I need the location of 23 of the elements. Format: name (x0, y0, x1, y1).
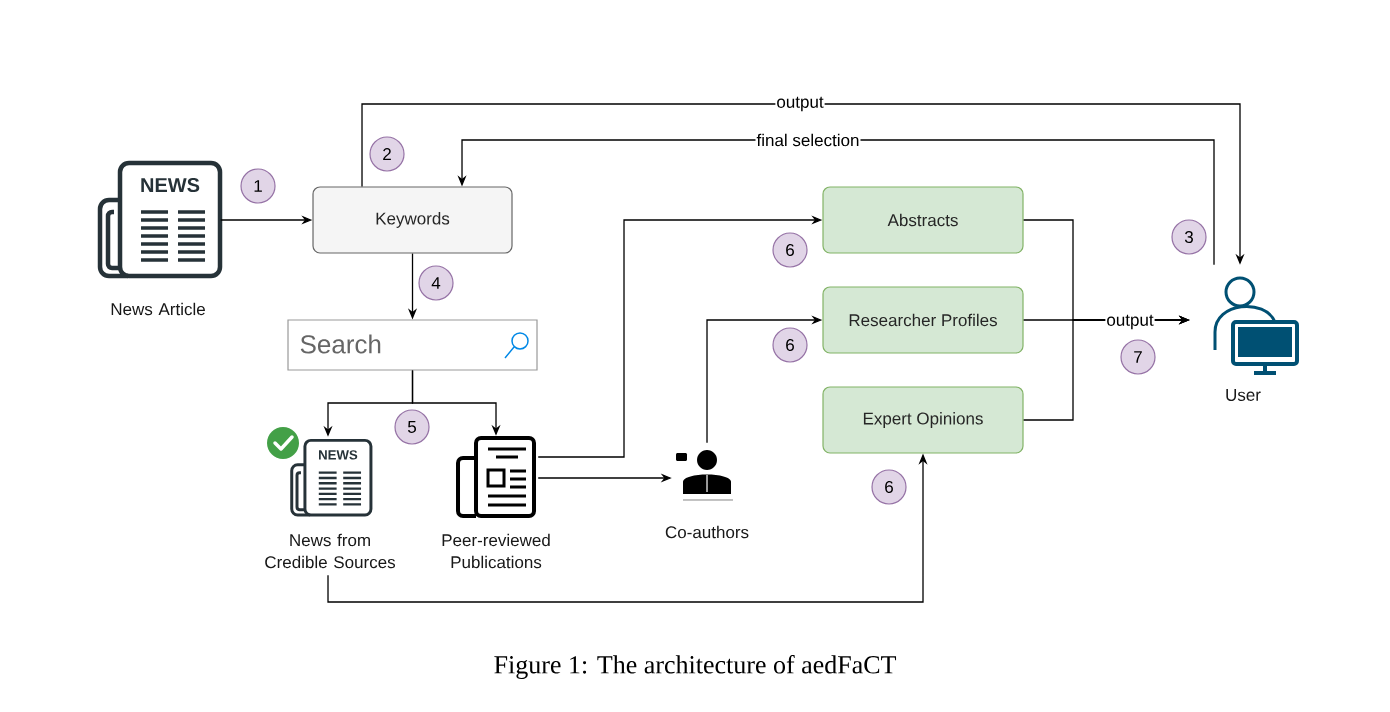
step-number: 2 (369, 136, 405, 172)
icon-label: News from Credible Sources (265, 533, 396, 569)
step-number: 7 (1120, 339, 1156, 375)
step-number: 1 (240, 168, 276, 204)
icon-label: News Article (111, 302, 205, 316)
caption: Figure 1: The architecture of aedFaCT (494, 655, 897, 679)
icon-label: Peer-reviewed Publications (442, 533, 550, 569)
step-number: 6 (772, 232, 808, 268)
edge-label: output (775, 95, 825, 113)
step-number: 6 (871, 469, 907, 505)
process-box: Abstracts (822, 186, 1024, 254)
process-box: Keywords (312, 186, 513, 254)
step-number: 6 (772, 327, 808, 363)
step-number: 3 (1171, 219, 1207, 255)
step-number: 4 (418, 265, 454, 301)
process-box: Expert Opinions (822, 386, 1024, 454)
process-box: Researcher Profiles (822, 286, 1024, 354)
edge-label: final selection (755, 132, 861, 148)
search-field: Search (287, 319, 538, 371)
step-number: 5 (394, 409, 430, 445)
edge-label: output (1105, 313, 1155, 331)
icon-label: Co-authors (665, 525, 749, 539)
icon-label: User (1226, 389, 1261, 401)
